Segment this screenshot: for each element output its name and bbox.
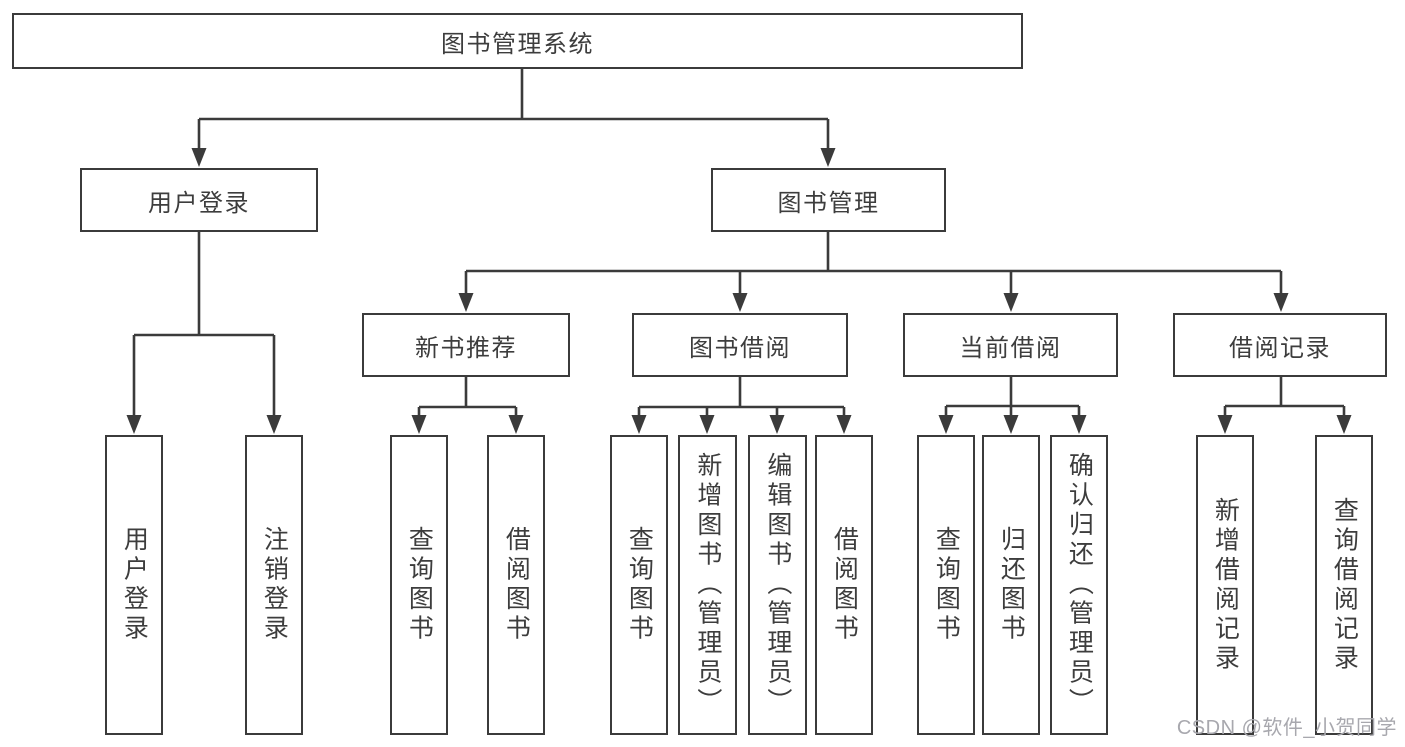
csdn-watermark: CSDN @软件_小贺同学 <box>1176 717 1397 739</box>
leaf-label: 确认归还（管理员） <box>1065 452 1094 718</box>
leaf-borrowing-edit-books-admin: 编辑图书（管理员） <box>748 435 807 735</box>
leaf-borrowing-borrow-books: 借阅图书 <box>815 435 873 735</box>
node-current-borrowing: 当前借阅 <box>903 313 1118 377</box>
leaf-current-return-books: 归还图书 <box>982 435 1040 735</box>
leaf-label: 新增借阅记录 <box>1211 496 1240 674</box>
leaf-logout: 注销登录 <box>245 435 303 735</box>
leaf-label: 查询图书 <box>932 526 961 644</box>
node-book-management: 图书管理 <box>711 168 946 232</box>
leaf-recommend-borrow-books: 借阅图书 <box>487 435 545 735</box>
node-borrowing-records: 借阅记录 <box>1173 313 1387 377</box>
leaf-records-add-borrow-record: 新增借阅记录 <box>1196 435 1254 735</box>
leaf-borrowing-query-books: 查询图书 <box>610 435 668 735</box>
leaf-borrowing-add-books-admin: 新增图书（管理员） <box>678 435 737 735</box>
leaf-current-confirm-return-admin: 确认归还（管理员） <box>1050 435 1108 735</box>
node-new-book-recommend: 新书推荐 <box>362 313 570 377</box>
leaf-label: 注销登录 <box>260 526 289 644</box>
leaf-label: 查询图书 <box>405 526 434 644</box>
leaf-user-login: 用户登录 <box>105 435 163 735</box>
leaf-label: 新增图书（管理员） <box>693 452 722 718</box>
node-root-library-system: 图书管理系统 <box>12 13 1023 69</box>
leaf-recommend-query-books: 查询图书 <box>390 435 448 735</box>
leaf-label: 归还图书 <box>997 526 1026 644</box>
leaf-label: 查询借阅记录 <box>1330 496 1359 674</box>
leaf-label: 编辑图书（管理员） <box>763 452 792 718</box>
leaf-current-query-books: 查询图书 <box>917 435 975 735</box>
node-user-login: 用户登录 <box>80 168 318 232</box>
leaf-label: 查询图书 <box>625 526 654 644</box>
leaf-label: 用户登录 <box>120 526 149 644</box>
node-book-borrowing: 图书借阅 <box>632 313 848 377</box>
leaf-label: 借阅图书 <box>830 526 859 644</box>
leaf-records-query-borrow-record: 查询借阅记录 <box>1315 435 1373 735</box>
leaf-label: 借阅图书 <box>502 526 531 644</box>
